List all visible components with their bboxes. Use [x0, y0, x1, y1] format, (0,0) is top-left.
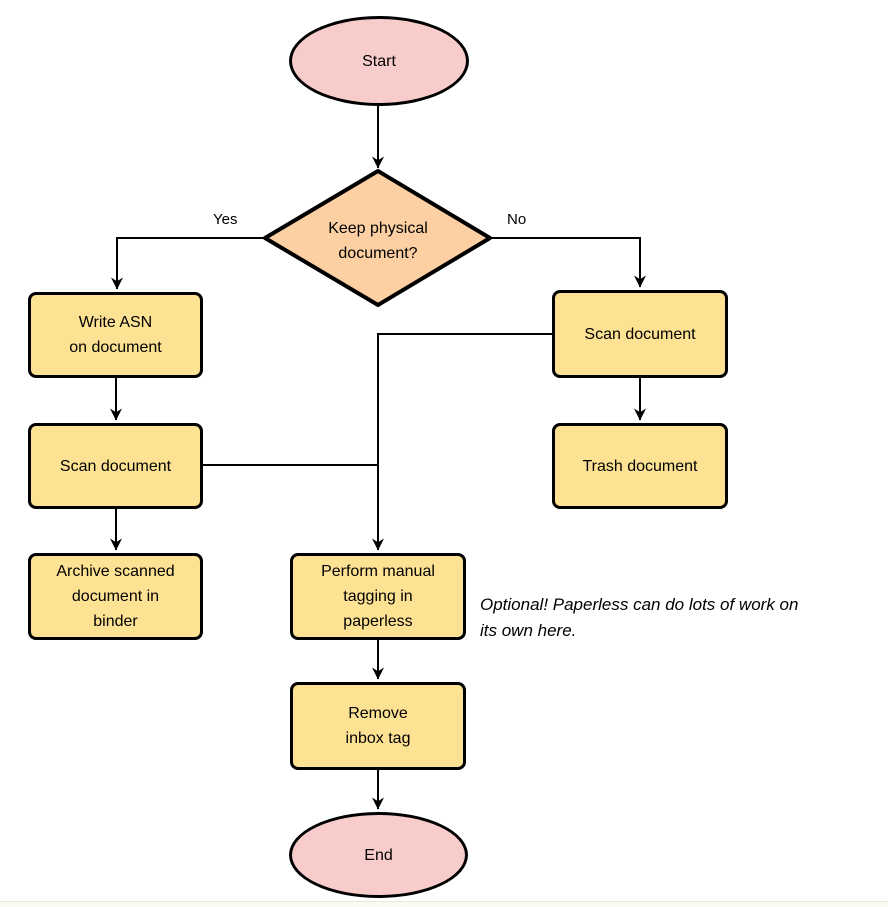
node-manual-tagging-label: Perform manual tagging in paperless	[321, 563, 435, 630]
node-scan-document-right: Scan document	[552, 290, 728, 378]
node-write-asn: Write ASN on document	[28, 292, 203, 378]
node-archive-scanned: Archive scanned document in binder	[28, 553, 203, 640]
node-scan-document-right-label: Scan document	[584, 325, 696, 343]
node-archive-scanned-label: Archive scanned document in binder	[56, 563, 175, 630]
node-write-asn-label: Write ASN on document	[69, 314, 162, 356]
node-scan-document-left-label: Scan document	[59, 457, 172, 475]
edge-scan-right-to-tagging	[372, 333, 552, 551]
edge-label-no: No	[507, 211, 527, 228]
node-remove-inbox-tag-label: Remove inbox tag	[345, 705, 411, 747]
node-end-label: End	[364, 846, 393, 864]
note-text: Optional! Paperless can do lots of work …	[480, 595, 799, 640]
edge-decision-yes-to-write-asn	[111, 237, 265, 290]
edge-decision-no-to-scan-right	[490, 237, 646, 288]
node-manual-tagging: Perform manual tagging in paperless	[290, 553, 466, 640]
node-end: End	[289, 812, 468, 898]
node-start-label: Start	[362, 52, 396, 70]
decision-diamond	[263, 169, 492, 307]
node-remove-inbox-tag: Remove inbox tag	[290, 682, 466, 770]
node-trash-document: Trash document	[552, 423, 728, 509]
node-start: Start	[289, 16, 469, 106]
page-edge	[0, 901, 888, 907]
node-trash-document-label: Trash document	[582, 457, 698, 475]
node-scan-document-left: Scan document	[28, 423, 203, 509]
node-decision-label: Keep physical document?	[328, 220, 428, 262]
edge-label-yes: Yes	[213, 211, 238, 228]
